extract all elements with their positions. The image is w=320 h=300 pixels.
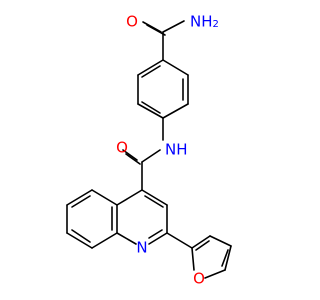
amide-linker [122, 117, 164, 191]
molecule-drawing: O NH2 NH O N O [66, 13, 232, 288]
quinoline-nitrogen-label: N [136, 239, 147, 257]
furan-oxygen-label: O [193, 270, 205, 288]
amide-subscript-two: 2 [213, 19, 219, 30]
amide-nh-text: NH [190, 13, 213, 31]
furan-ring [166, 232, 232, 279]
primary-amide-group [142, 20, 185, 61]
amide-oxygen-label: O [126, 13, 138, 31]
amide-nh2-label: NH2 [190, 13, 219, 31]
structure-canvas: O NH2 NH O N O [66, 12, 232, 288]
nh-linker-label: NH [165, 141, 188, 159]
carbonyl-oxygen-label: O [116, 139, 128, 157]
quinoline-ring [66, 189, 168, 249]
atom-labels: O NH2 NH O N O [116, 13, 219, 288]
top-benzene-ring [137, 59, 189, 119]
